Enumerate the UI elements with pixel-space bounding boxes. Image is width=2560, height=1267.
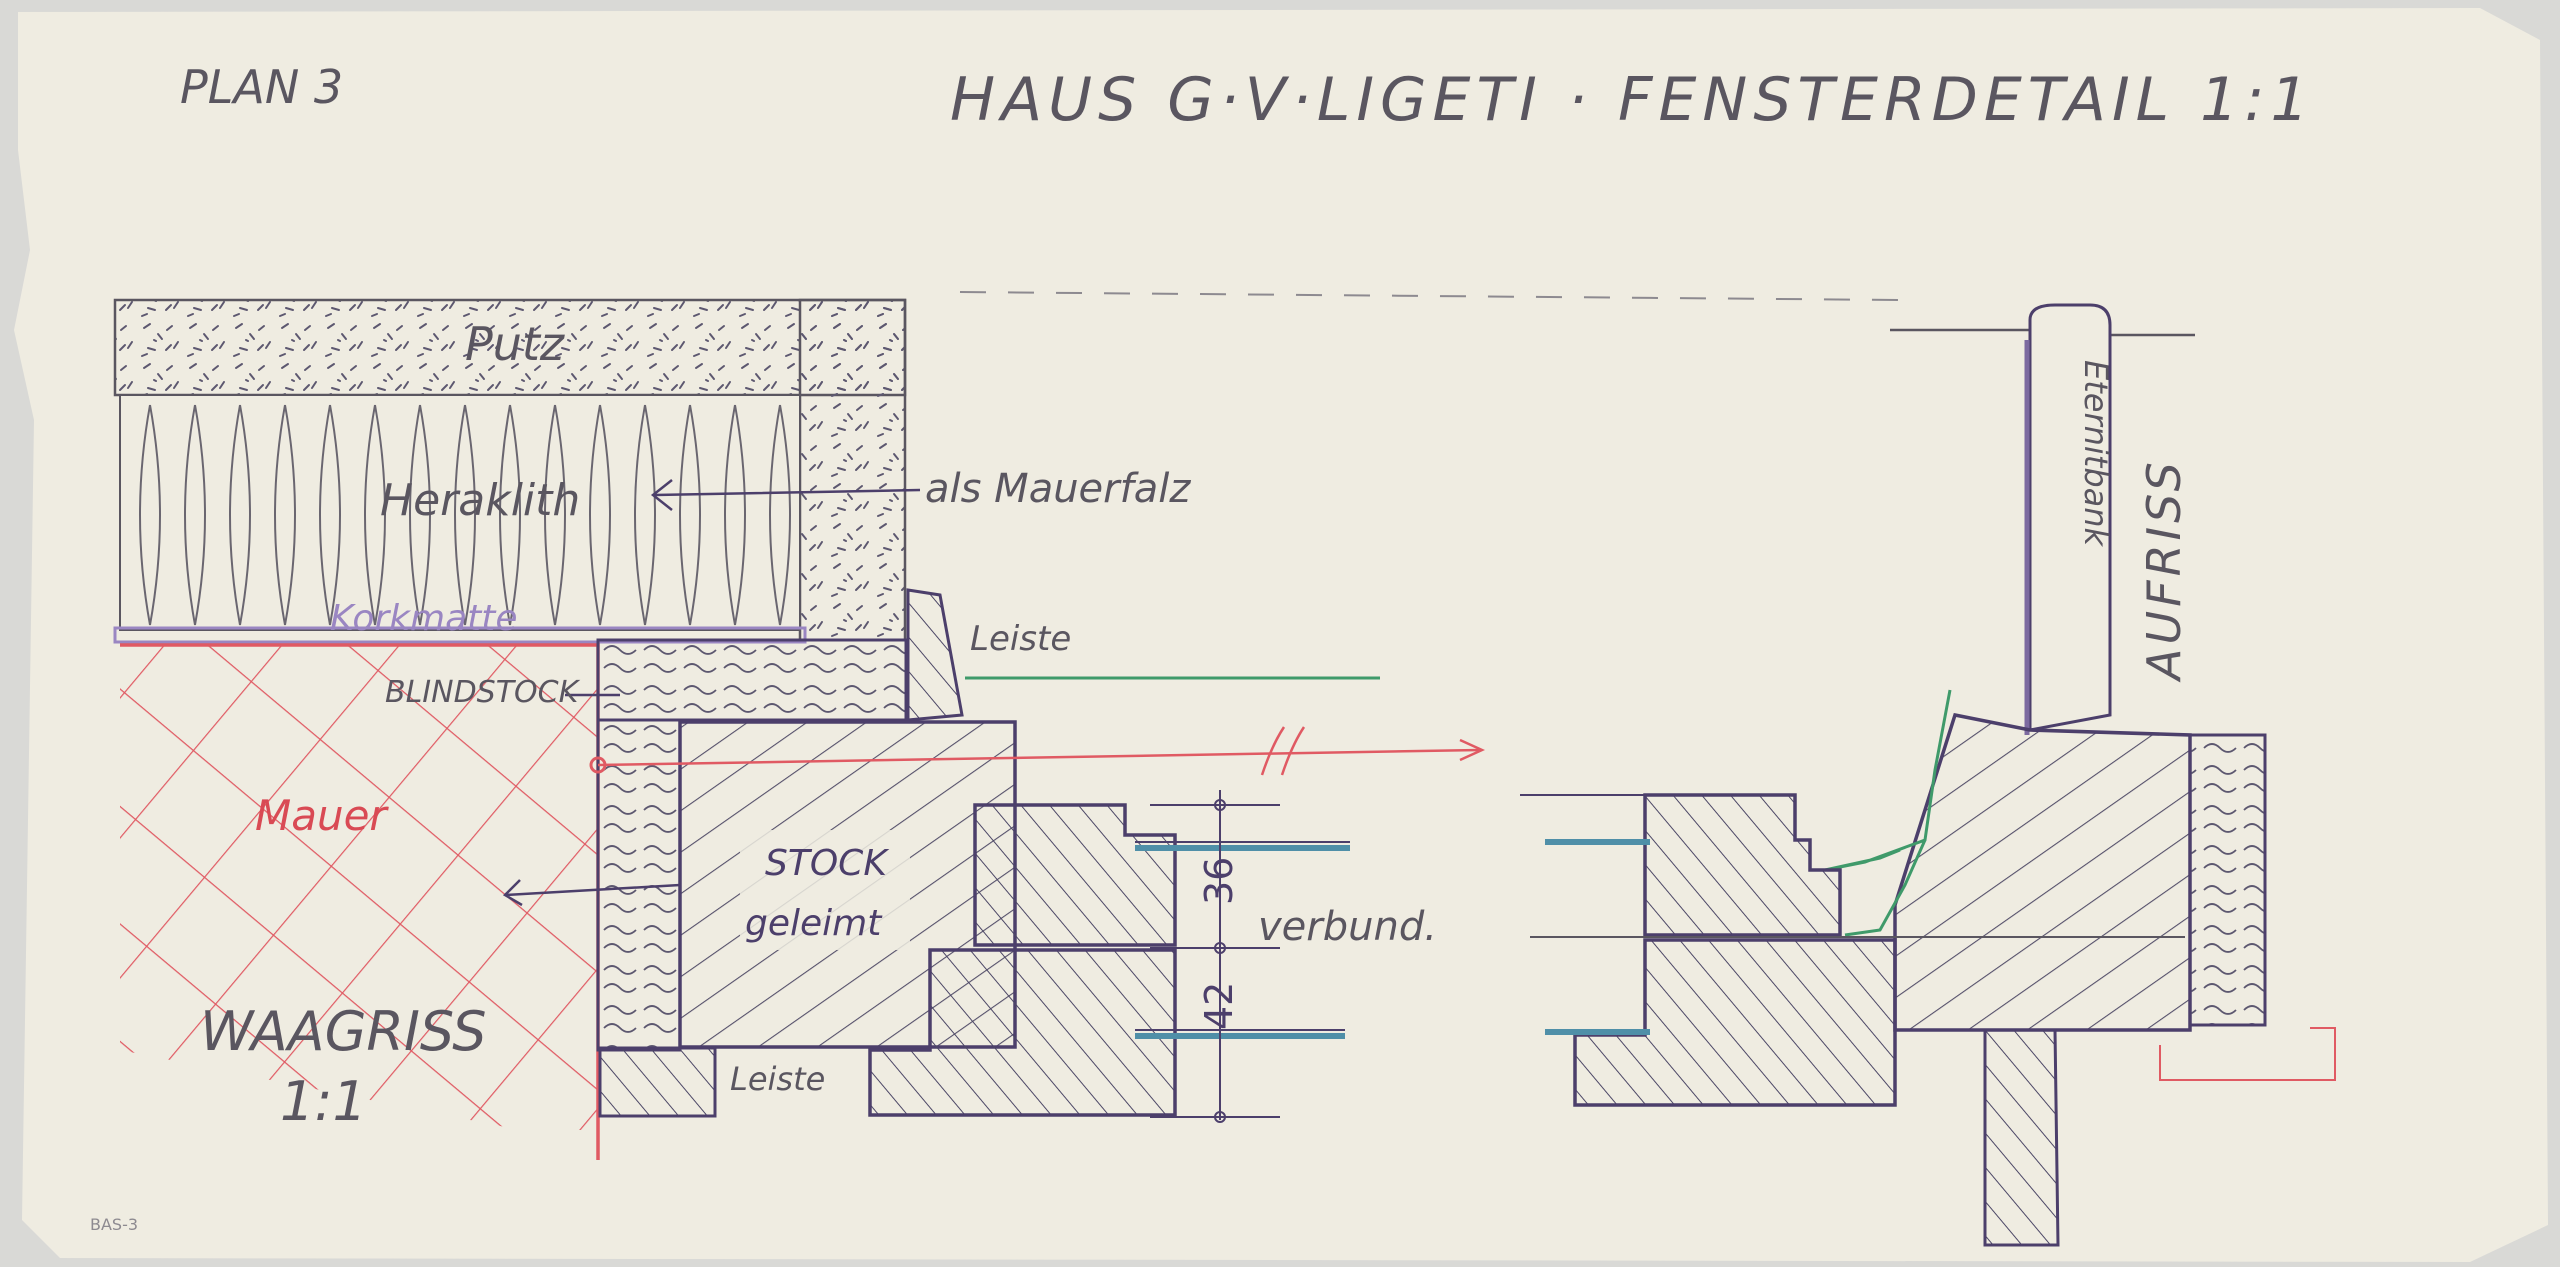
aufriss-wood-reveal	[2188, 733, 2267, 1027]
red-axis-line	[597, 748, 1481, 767]
green-weather-strip	[1824, 689, 1952, 937]
label-eternit: Eternitbank	[2077, 360, 2115, 548]
blindstock	[596, 638, 908, 722]
label-mauer: Mauer	[255, 791, 389, 840]
red-axis-node	[589, 756, 607, 774]
stock-leader	[502, 879, 681, 907]
red-break-mark	[1260, 726, 1306, 776]
dimension-36: 36	[1197, 857, 1241, 905]
heraklith-wool	[139, 404, 791, 626]
leiste-top	[906, 588, 964, 722]
sash-lower	[868, 948, 1177, 1117]
aufriss-red-marker	[2159, 1027, 2336, 1081]
label-geleimt: geleimt	[745, 903, 883, 944]
label-leiste-bottom: Leiste	[730, 1060, 825, 1098]
label-blindstock: BLINDSTOCK	[385, 675, 581, 710]
catalog-number: BAS-3	[90, 1215, 138, 1234]
leiste-bottom	[598, 1046, 717, 1118]
sheet-title: HAUS G·V·LIGETI · FENSTERDETAIL 1:1	[950, 65, 2315, 135]
putz-return	[798, 298, 907, 642]
label-mauerfalz: als Mauerfalz	[925, 466, 1191, 512]
aufriss-title: AUFRISS	[2137, 458, 2191, 683]
aufriss-sash-upper	[1643, 793, 1842, 937]
dimension-line	[1150, 790, 1280, 1123]
red-axis-arrowhead	[1459, 738, 1486, 762]
waagriss-scale: 1:1	[280, 1070, 367, 1133]
label-korkmatte: Korkmatte	[330, 598, 518, 639]
putz-layer	[113, 298, 907, 397]
mauer-wall	[120, 645, 598, 1130]
aufriss-section: Eternitbank AUFRISS	[1520, 303, 2336, 1247]
plan-number: PLAN 3	[180, 60, 343, 114]
label-leiste-top: Leiste	[970, 619, 1071, 659]
aufriss-sill-post	[1983, 1028, 2060, 1247]
waagriss-section: 36 42 Putz Heraklith als Mauerfalz Korkm…	[113, 298, 1486, 1160]
label-heraklith: Heraklith	[380, 475, 580, 526]
korkmatte-strip	[113, 626, 807, 644]
label-stock: STOCK	[765, 843, 889, 884]
label-verbund: verbund.	[1258, 904, 1437, 950]
reference-dashed-line	[959, 291, 1901, 301]
label-putz: Putz	[465, 317, 565, 371]
sash-upper	[973, 803, 1177, 947]
aufriss-frame	[1893, 712, 2192, 1032]
waagriss-title: WAAGRISS	[200, 1000, 487, 1063]
dimension-42: 42	[1197, 982, 1241, 1030]
eternit-sill	[2028, 303, 2112, 732]
mauerfalz-arrow	[650, 479, 921, 511]
stock-label-bg	[740, 830, 910, 950]
